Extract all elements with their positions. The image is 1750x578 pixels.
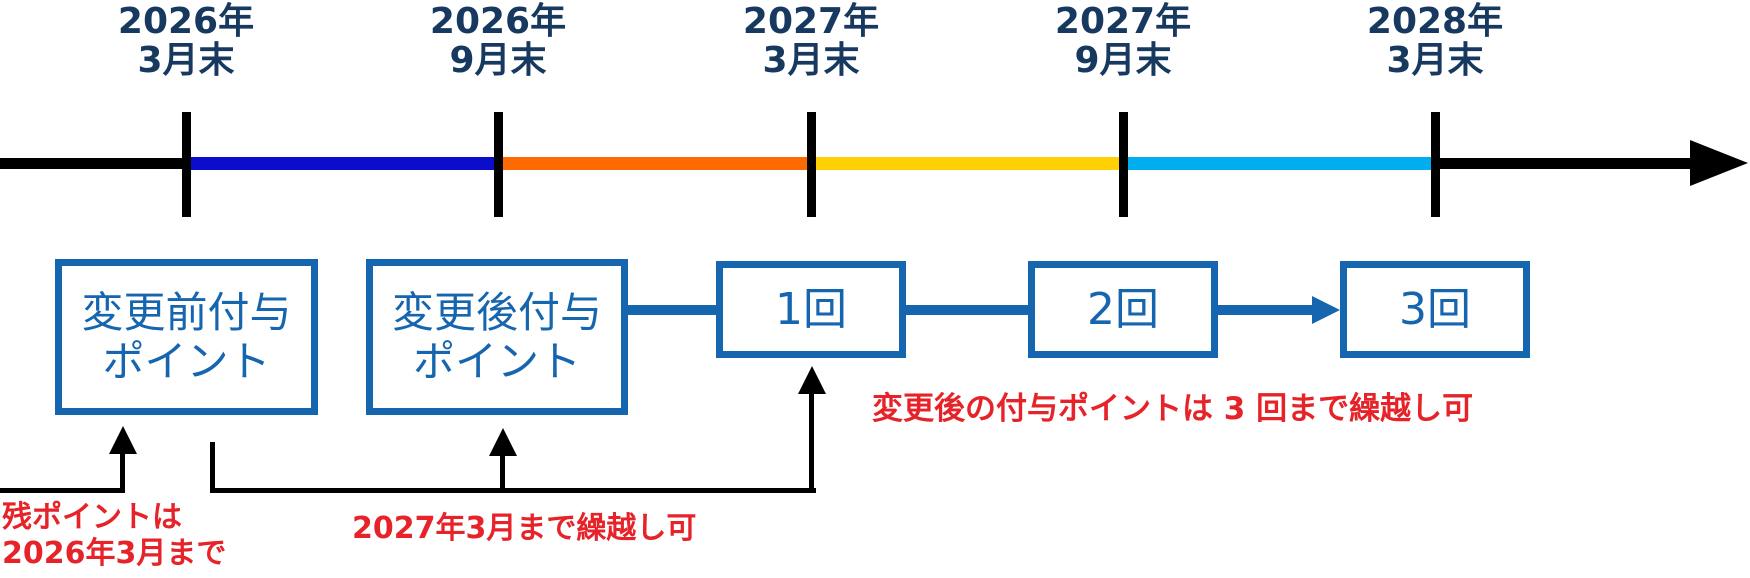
leader-line-remaining-points: [0, 488, 125, 493]
tick-label-month: 3月末: [1386, 40, 1484, 81]
box-label-line2: ポイント: [102, 337, 271, 386]
connector-arrowhead-icon: [1312, 296, 1340, 324]
box-carryover-3rd: 3回: [1340, 261, 1530, 358]
tick-mark-2028-march: [1431, 112, 1440, 217]
up-arrowhead-icon-after-change-box: [489, 428, 517, 456]
segment-dark-blue-2026h1: [186, 157, 498, 170]
timeline-arrowhead-icon: [1690, 140, 1748, 186]
leader-stem-1st-carryover-box: [809, 390, 814, 493]
tick-label-month: 9月末: [449, 40, 547, 81]
segment-orange-2026h2: [498, 157, 811, 170]
tick-label-month: 3月末: [762, 40, 860, 81]
note-line2: 2026年3月まで: [2, 536, 227, 571]
tick-label-2026-march: 2026年 3月末: [66, 2, 306, 80]
up-arrowhead-icon-before-change-box: [109, 426, 137, 454]
tick-label-2026-september: 2026年 9月末: [378, 2, 618, 80]
box-carryover-2nd: 2回: [1028, 261, 1218, 358]
tick-label-2027-september: 2027年 9月末: [1003, 2, 1243, 80]
tick-label-year: 2027年: [1054, 1, 1192, 42]
note-carryover-until-2027: 2027年3月まで繰越し可: [352, 511, 697, 546]
tick-label-month: 3月末: [137, 40, 235, 81]
connector-after-change-to-1st: [628, 305, 716, 315]
segment-light-blue-2027h2: [1123, 157, 1435, 170]
tick-mark-2027-march: [807, 112, 816, 217]
tick-mark-2027-september: [1119, 112, 1128, 217]
box-points-after-change: 変更後付与 ポイント: [366, 259, 628, 415]
note-remaining-points-deadline: 残ポイントは 2026年3月まで: [2, 500, 226, 572]
box-label: 2回: [1087, 283, 1159, 335]
box-label-line1: 変更前付与: [81, 288, 292, 337]
up-arrowhead-icon-1st-carryover-box: [798, 366, 826, 394]
note-line1: 残ポイントは: [2, 500, 182, 535]
tick-label-month: 9月末: [1074, 40, 1172, 81]
connector-1st-to-2nd: [906, 305, 1028, 315]
tick-label-year: 2028年: [1366, 1, 1504, 42]
tick-label-2028-march: 2028年 3月末: [1315, 2, 1555, 80]
leader-start-stem-carryover: [210, 442, 215, 493]
leader-line-carryover: [210, 488, 816, 493]
box-label: 1回: [775, 283, 847, 335]
segment-yellow-2027h1: [811, 157, 1123, 170]
leader-stem-remaining-points: [120, 446, 125, 493]
box-carryover-1st: 1回: [716, 261, 906, 358]
box-label-line2: ポイント: [412, 337, 581, 386]
connector-2nd-to-3rd: [1218, 305, 1314, 315]
box-label: 3回: [1399, 283, 1471, 335]
tick-label-year: 2027年: [742, 1, 880, 42]
tick-mark-2026-september: [494, 112, 503, 217]
box-points-before-change: 変更前付与 ポイント: [55, 259, 318, 415]
tick-mark-2026-march: [182, 112, 191, 217]
box-label-line1: 変更後付与: [391, 288, 602, 337]
tick-label-year: 2026年: [117, 1, 255, 42]
tick-label-year: 2026年: [429, 1, 567, 42]
note-carryover-up-to-3-times: 変更後の付与ポイントは 3 回まで繰越し可: [872, 391, 1474, 427]
tick-label-2027-march: 2027年 3月末: [691, 2, 931, 80]
leader-stem-after-change-box: [500, 452, 505, 493]
